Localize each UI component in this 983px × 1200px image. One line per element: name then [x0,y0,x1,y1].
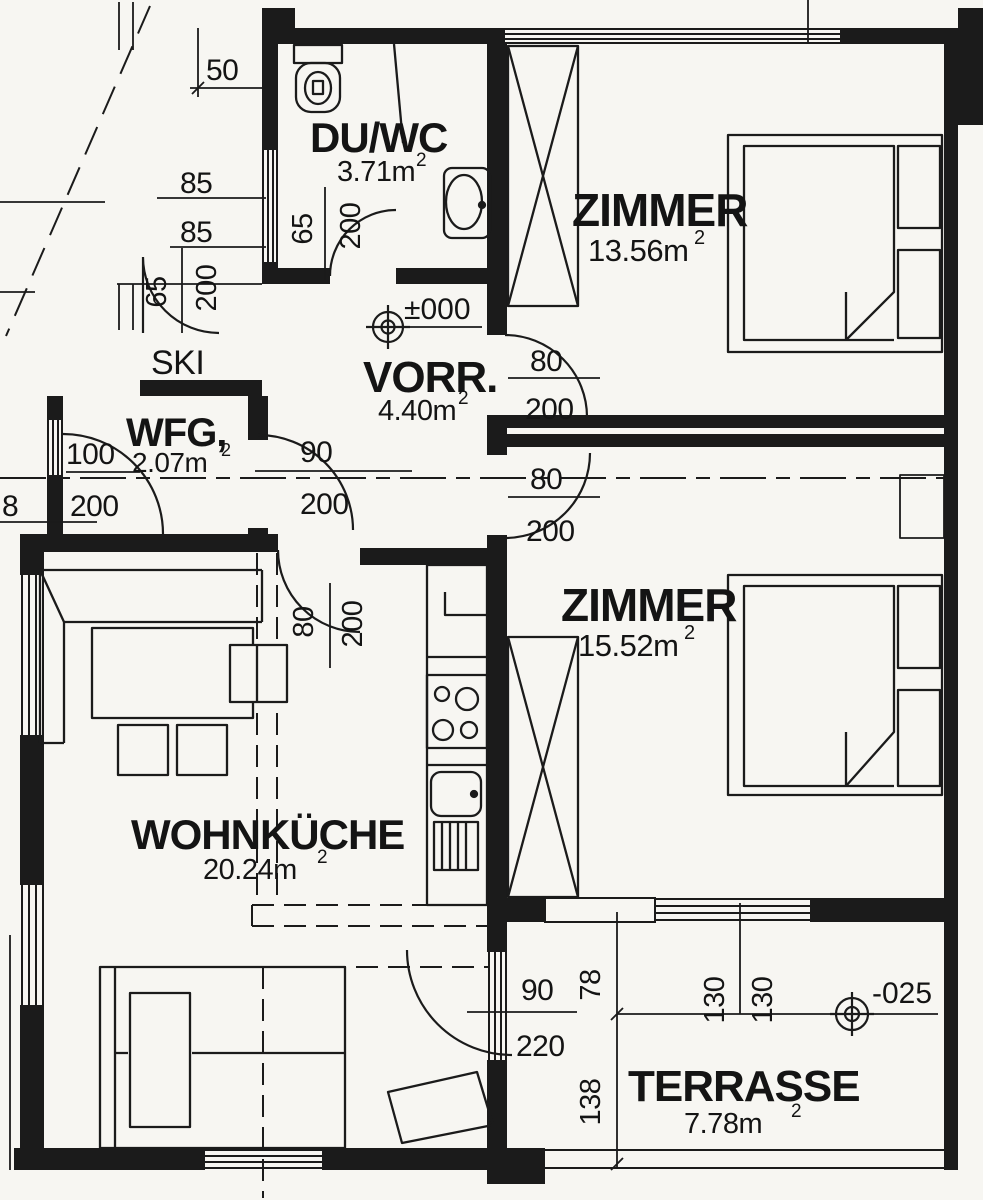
terrace-door-glazing [488,952,507,1060]
room-area-terrasse: 7.78m [684,1108,762,1140]
dim-terr-win1: 130 [699,977,731,1024]
opening-zimmer2-terrace [544,897,656,923]
room-area-vorr: 4.40m [378,395,456,427]
kitchen-unit [425,563,489,907]
dim-wk-door-w: 80 [288,606,320,637]
room-area-zimmer1: 13.56m [588,233,688,268]
walls [14,8,983,1184]
door-arc-zimmer1 [504,333,589,418]
room-area-exp-zimmer2: 2 [684,622,695,644]
sofa [38,568,289,745]
roof-line-diagonal [5,5,151,337]
stools [116,723,229,777]
dim-vorr-door-w: 90 [300,436,332,469]
dim-ski-door-w: 65 [141,276,173,307]
window-zimmer2-south [655,898,810,921]
level-value-terrasse: -025 [872,977,932,1010]
room-area-exp-wohnkueche: 2 [317,847,327,868]
ceiling-projection [251,904,490,927]
room-label-zimmer1: ZIMMER [572,184,748,236]
doors [62,208,592,1057]
dim-z2-door-w: 80 [530,463,562,496]
dim-z1-door-w: 80 [530,345,562,378]
level-marker-vorr [366,305,410,349]
labels: DU/WC 3.71m 2 ZIMMER 13.56m 2 VORR. 4.40… [2,54,932,1140]
door-arc-terrasse [405,949,513,1057]
dim-terr-seg2: 138 [575,1079,607,1126]
door-arc-ski [141,256,220,335]
room-area-zimmer2: 15.52m [578,628,678,663]
door-arc-duwc [328,208,397,277]
room-area-wohnkueche: 20.24m [203,854,297,886]
doormat [386,1070,495,1145]
door-arc-vorr [257,433,355,531]
room-label-duwc: DU/WC [310,114,448,161]
side-table [228,643,289,704]
dim-left-win2: 85 [180,216,212,249]
wardrobe-zimm1 [506,44,580,308]
room-label-wfg: WFG, [126,411,226,455]
shower-partition [392,43,405,144]
door-arc-wohnkueche [276,549,361,634]
room-label-terrasse: TERRASSE [628,1062,860,1111]
level-value-vorr: ±000 [404,293,471,326]
window-wfg-left [47,420,63,475]
door-arc-zimmer2 [504,452,592,540]
dim-terr-win2: 130 [747,977,779,1024]
corridor-outline [117,2,262,330]
dim-top-width: 50 [206,54,238,87]
dim-duwc-door-w: 65 [287,213,319,244]
shaft [899,474,945,539]
level-marker-terrasse [830,992,874,1036]
dim-ski-door-h: 200 [191,265,223,312]
washbasin [442,166,492,240]
dim-left-win1: 85 [180,167,212,200]
dim-vorr-door-h: 200 [300,488,349,521]
wardrobe-zimmer2 [506,635,580,899]
dim-z2-door-h: 200 [526,515,575,548]
kitchen-counter [427,592,487,659]
toilet [292,43,344,114]
dim-wk-door-h: 200 [337,601,369,648]
sink [427,763,487,872]
room-area-wfg: 2.07m [132,447,207,478]
dim-left-edge: 8 [2,490,18,523]
room-area-duwc: 3.71m [337,156,415,188]
daybed-alcove [98,965,347,1150]
room-label-wohnkueche: WOHNKÜCHE [131,811,404,858]
window-livingroom-left-2 [21,885,44,1005]
dim-wfg-door-w: 100 [66,438,115,471]
dim-terr-door-h: 220 [516,1030,565,1063]
room-label-ski: SKI [151,344,204,382]
window-bottom [205,1149,322,1169]
bed-zimmer1 [726,133,944,354]
dimension-lines [0,0,944,1171]
room-area-exp-vorr: 2 [458,388,468,409]
terrace-floor-edge [545,1149,944,1169]
door-arc-wfg [62,432,165,535]
room-area-exp-wfg: 2 [221,440,231,460]
stove [425,673,489,750]
nightstands-zimmer2 [896,584,942,788]
window-livingroom-left-1 [21,575,44,735]
room-label-zimmer2: ZIMMER [561,579,737,631]
dim-terr-seg1: 78 [575,969,607,1000]
dim-terr-door-w: 90 [521,974,553,1007]
dim-wfg-door-h: 200 [70,490,119,523]
room-label-vorr: VORR. [363,353,497,402]
dim-duwc-door-h: 200 [335,203,367,250]
window-duwc-left [262,150,278,262]
window-top [505,28,840,44]
windows [21,28,840,1169]
room-area-exp-terrasse: 2 [791,1101,801,1122]
nightstands-zimmer1 [896,144,942,340]
corridor-projection [256,553,278,905]
bed-zimmer2 [726,573,944,797]
dim-z1-door-h: 200 [525,393,574,426]
room-area-exp-duwc: 2 [416,150,426,171]
room-area-exp-zimmer1: 2 [694,227,705,249]
